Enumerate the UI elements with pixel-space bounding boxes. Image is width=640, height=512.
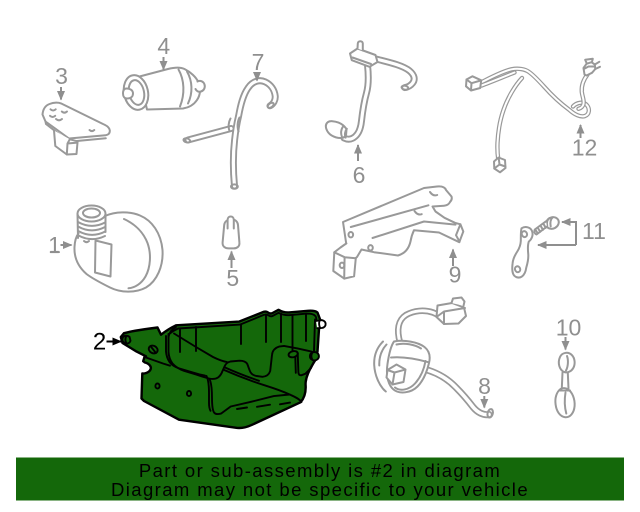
svg-text:11: 11 xyxy=(582,218,606,244)
svg-text:1: 1 xyxy=(48,232,61,258)
svg-text:10: 10 xyxy=(556,315,582,341)
svg-text:12: 12 xyxy=(572,135,598,161)
svg-text:7: 7 xyxy=(252,49,265,75)
svg-text:8: 8 xyxy=(478,373,491,399)
svg-text:2: 2 xyxy=(93,329,106,356)
svg-text:3: 3 xyxy=(55,63,68,89)
svg-text:Part or sub-assembly is #2 in: Part or sub-assembly is #2 in diagram xyxy=(139,460,501,481)
svg-text:5: 5 xyxy=(226,265,239,291)
svg-text:9: 9 xyxy=(449,262,462,288)
svg-text:4: 4 xyxy=(157,33,170,59)
svg-text:Diagram may not be specific to: Diagram may not be specific to your vehi… xyxy=(111,479,529,500)
svg-text:6: 6 xyxy=(353,162,366,188)
